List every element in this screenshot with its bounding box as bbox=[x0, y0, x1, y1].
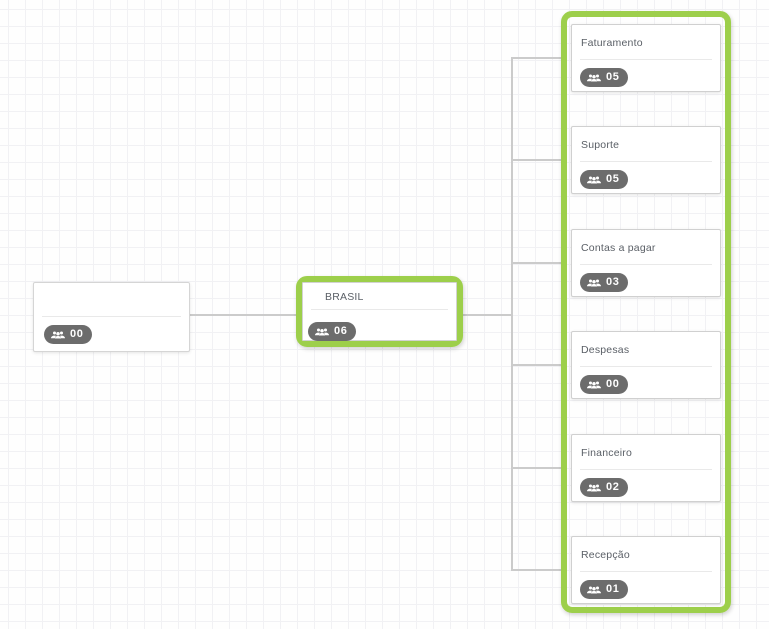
connector-branch-4 bbox=[512, 364, 561, 366]
node-title: Faturamento bbox=[581, 37, 643, 49]
node-title: Suporte bbox=[581, 139, 620, 151]
node-title: Contas a pagar bbox=[581, 242, 656, 254]
member-count-badge[interactable]: 02 bbox=[580, 478, 629, 497]
node-child-faturamento[interactable]: Faturamento 05 bbox=[571, 24, 721, 92]
member-count: 05 bbox=[606, 173, 620, 185]
users-icon bbox=[587, 175, 601, 185]
connector-root-parent bbox=[190, 314, 296, 316]
member-count-badge[interactable]: 00 bbox=[580, 375, 629, 394]
users-icon bbox=[587, 73, 601, 83]
users-icon bbox=[587, 585, 601, 595]
member-count-badge[interactable]: 05 bbox=[580, 170, 629, 189]
users-icon bbox=[315, 327, 329, 337]
selection-ring-children-group: Faturamento 05 Suporte 05 Contas a pagar bbox=[561, 11, 731, 613]
node-divider bbox=[580, 469, 712, 470]
member-count: 03 bbox=[606, 276, 620, 288]
connector-branch-5 bbox=[512, 467, 561, 469]
node-title: BRASIL bbox=[325, 291, 364, 303]
member-count-badge[interactable]: 05 bbox=[580, 68, 629, 87]
node-title: Financeiro bbox=[581, 447, 633, 459]
node-divider bbox=[311, 309, 448, 310]
member-count: 00 bbox=[606, 378, 620, 390]
member-count: 00 bbox=[70, 328, 84, 340]
connector-spine bbox=[511, 57, 513, 571]
node-divider bbox=[580, 366, 712, 367]
node-child-recepcao[interactable]: Recepção 01 bbox=[571, 536, 721, 604]
users-icon bbox=[587, 380, 601, 390]
node-divider bbox=[580, 264, 712, 265]
node-divider bbox=[580, 161, 712, 162]
node-child-financeiro[interactable]: Financeiro 02 bbox=[571, 434, 721, 502]
node-divider bbox=[580, 571, 712, 572]
member-count: 06 bbox=[334, 325, 348, 337]
connector-branch-2 bbox=[512, 159, 561, 161]
member-count-badge[interactable]: 06 bbox=[308, 322, 357, 341]
member-count-badge[interactable]: 03 bbox=[580, 273, 629, 292]
selection-ring-parent: BRASIL 06 bbox=[296, 276, 463, 347]
users-icon bbox=[587, 278, 601, 288]
node-root[interactable]: 00 bbox=[33, 282, 190, 352]
node-divider bbox=[580, 59, 712, 60]
node-child-contas-a-pagar[interactable]: Contas a pagar 03 bbox=[571, 229, 721, 297]
node-title: Despesas bbox=[581, 344, 630, 356]
member-count-badge[interactable]: 01 bbox=[580, 580, 629, 599]
member-count-badge[interactable]: 00 bbox=[44, 325, 93, 344]
node-parent[interactable]: BRASIL 06 bbox=[302, 282, 457, 341]
member-count: 05 bbox=[606, 71, 620, 83]
users-icon bbox=[51, 330, 65, 340]
connector-parent-spine bbox=[463, 314, 512, 316]
member-count: 02 bbox=[606, 481, 620, 493]
connector-branch-3 bbox=[512, 262, 561, 264]
node-title: Recepção bbox=[581, 549, 630, 561]
node-divider bbox=[42, 316, 181, 317]
connector-branch-1 bbox=[512, 57, 561, 59]
node-child-suporte[interactable]: Suporte 05 bbox=[571, 126, 721, 194]
users-icon bbox=[587, 483, 601, 493]
node-child-despesas[interactable]: Despesas 00 bbox=[571, 331, 721, 399]
member-count: 01 bbox=[606, 583, 620, 595]
connector-branch-6 bbox=[512, 569, 561, 571]
